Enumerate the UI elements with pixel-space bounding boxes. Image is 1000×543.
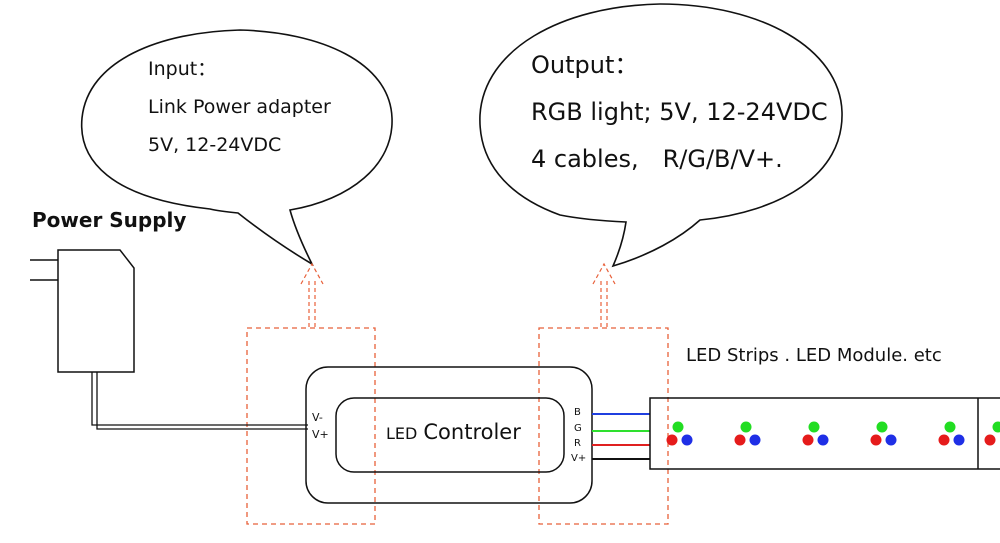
output-up-arrow-icon xyxy=(592,262,616,327)
led-red-dot xyxy=(870,434,882,446)
controller-body xyxy=(305,366,593,504)
led-group xyxy=(938,421,965,446)
led-groups xyxy=(666,421,1000,446)
led-red-dot xyxy=(984,434,996,446)
output-pin-b: B xyxy=(574,407,581,418)
led-group xyxy=(870,421,897,446)
power-cable xyxy=(91,372,308,430)
led-red-dot xyxy=(802,434,814,446)
controller-label-main: Controler xyxy=(423,420,521,444)
input-speech-bubble xyxy=(80,29,393,267)
output-pin-r: R xyxy=(574,438,581,449)
output-line-2: 4 cables, R/G/B/V+. xyxy=(531,145,783,173)
controller-inner-panel xyxy=(335,397,565,473)
led-blue-dot xyxy=(681,434,693,446)
led-group xyxy=(734,421,761,446)
led-red-dot xyxy=(938,434,950,446)
led-green-dot xyxy=(808,421,820,433)
output-speech-bubble xyxy=(479,3,843,268)
input-pin-v-plus: V+ xyxy=(312,428,329,441)
output-bubble-text: Output： RGB light; 5V, 12-24VDC 4 cables… xyxy=(531,42,828,183)
input-up-arrow-icon xyxy=(300,262,324,327)
led-green-dot xyxy=(876,421,888,433)
led-red-dot xyxy=(666,434,678,446)
led-green-dot xyxy=(672,421,684,433)
led-green-dot xyxy=(992,421,1000,433)
led-blue-dot xyxy=(953,434,965,446)
led-blue-dot xyxy=(817,434,829,446)
output-pin-v-plus: V+ xyxy=(571,453,587,464)
led-group xyxy=(666,421,693,446)
output-title: Output： xyxy=(531,51,639,79)
led-blue-dot xyxy=(749,434,761,446)
input-highlight-box xyxy=(246,327,376,525)
led-green-dot xyxy=(740,421,752,433)
led-blue-dot xyxy=(885,434,897,446)
input-line-1: Link Power adapter xyxy=(148,96,331,118)
output-pin-g: G xyxy=(574,423,582,434)
power-supply-label: Power Supply xyxy=(32,208,187,232)
input-pin-v-minus: V- xyxy=(312,411,323,424)
led-red-dot xyxy=(734,434,746,446)
led-strip xyxy=(649,397,1000,470)
led-group xyxy=(802,421,829,446)
input-bubble-text: Input： Link Power adapter 5V, 12-24VDC xyxy=(148,50,331,164)
led-strip-label: LED Strips . LED Module. etc xyxy=(686,345,942,366)
led-green-dot xyxy=(944,421,956,433)
output-highlight-box xyxy=(538,327,669,525)
input-line-2: 5V, 12-24VDC xyxy=(148,134,282,156)
output-line-1: RGB light; 5V, 12-24VDC xyxy=(531,98,828,126)
input-title: Input： xyxy=(148,58,217,80)
power-adapter-icon xyxy=(30,249,135,373)
controller-label: LED Controler xyxy=(386,420,521,444)
controller-label-prefix: LED xyxy=(386,424,418,443)
